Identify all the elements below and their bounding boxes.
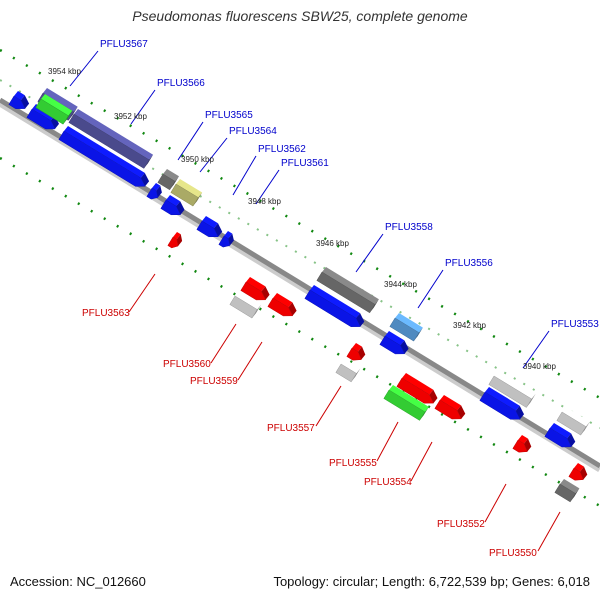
- leader-line: [537, 511, 561, 552]
- gene-block-3564[interactable]: [170, 179, 203, 207]
- gene-label-bottom[interactable]: PFLU3557: [267, 423, 315, 434]
- gene-label-bottom[interactable]: PFLU3560: [163, 359, 211, 370]
- gene-block-3551[interactable]: [556, 407, 590, 436]
- kbp-tick-label: 3954 kbp: [48, 67, 81, 76]
- kbp-tick-label: 3942 kbp: [453, 321, 486, 330]
- gene-arrow-3561[interactable]: [218, 231, 234, 248]
- leader-line: [237, 341, 263, 381]
- track-line-outer-top: [0, 48, 600, 400]
- gene-block-3557[interactable]: [335, 359, 361, 383]
- gene-arrow-3553[interactable]: [479, 387, 524, 420]
- gene-arrow-3554a[interactable]: [434, 395, 466, 420]
- gene-label-bottom[interactable]: PFLU3550: [489, 548, 537, 559]
- leader-line: [69, 50, 99, 87]
- leader-line: [210, 323, 237, 364]
- gene-arrow-3558[interactable]: [304, 285, 365, 327]
- kbp-tick-label: 3946 kbp: [316, 239, 349, 248]
- gene-arrow-3563[interactable]: [167, 232, 183, 249]
- gene-label-top[interactable]: PFLU3561: [281, 158, 329, 169]
- gene-label-bottom[interactable]: PFLU3554: [364, 477, 412, 488]
- gene-arrow-3555a[interactable]: [396, 373, 438, 404]
- gene-label-top[interactable]: PFLU3562: [258, 144, 306, 155]
- gene-arrow-3551[interactable]: [544, 423, 576, 448]
- leader-line: [232, 155, 257, 196]
- gene-block-3553[interactable]: [488, 371, 536, 408]
- gene-label-top[interactable]: PFLU3553: [551, 319, 599, 330]
- leader-line: [177, 121, 204, 161]
- genome-summary-text: Topology: circular; Length: 6,722,539 bp…: [273, 574, 590, 589]
- gene-arrow-3550a[interactable]: [568, 463, 588, 481]
- gene-block-3555[interactable]: [383, 385, 429, 421]
- accession-text: Accession: NC_012660: [10, 574, 146, 589]
- gene-arrow-3556[interactable]: [379, 331, 409, 355]
- gene-arrow-3560a[interactable]: [240, 277, 270, 301]
- kbp-tick-label: 3950 kbp: [181, 155, 214, 164]
- leader-line: [484, 483, 507, 523]
- gene-arrow-3568[interactable]: [8, 91, 30, 109]
- leader-line: [410, 441, 433, 482]
- gene-arrow-3557a[interactable]: [346, 343, 366, 361]
- leader-line: [417, 269, 444, 309]
- gene-label-bottom[interactable]: PFLU3563: [82, 308, 130, 319]
- gene-label-top[interactable]: PFLU3556: [445, 258, 493, 269]
- gene-label-bottom[interactable]: PFLU3555: [329, 458, 377, 469]
- gene-block-3556[interactable]: [389, 313, 423, 342]
- gene-block-3550[interactable]: [554, 479, 580, 503]
- gene-label-top[interactable]: PFLU3566: [157, 78, 205, 89]
- gene-arrow-3559[interactable]: [267, 293, 297, 317]
- kbp-tick-label: 3952 kbp: [114, 112, 147, 121]
- leader-line: [522, 330, 550, 369]
- gene-label-bottom[interactable]: PFLU3552: [437, 519, 485, 530]
- gene-block-3566[interactable]: [68, 109, 154, 169]
- kbp-tick-label: 3948 kbp: [248, 197, 281, 206]
- gene-arrow-3566[interactable]: [58, 126, 150, 187]
- gene-arrow-3564[interactable]: [160, 195, 185, 216]
- gene-label-top[interactable]: PFLU3565: [205, 110, 253, 121]
- leader-line: [128, 273, 156, 313]
- gene-block-3560[interactable]: [229, 291, 262, 319]
- gene-label-bottom[interactable]: PFLU3559: [190, 376, 238, 387]
- gene-arrow-3565[interactable]: [146, 183, 162, 200]
- gene-block-3565[interactable]: [157, 169, 179, 191]
- kbp-tick-label: 3940 kbp: [523, 362, 556, 371]
- gene-block-3558[interactable]: [316, 267, 379, 314]
- leader-line: [355, 233, 384, 273]
- gene-label-top[interactable]: PFLU3558: [385, 222, 433, 233]
- leader-line: [199, 137, 228, 173]
- gene-arrow-3562[interactable]: [196, 216, 223, 238]
- leader-line: [130, 89, 156, 125]
- gene-block-green[interactable]: [35, 94, 73, 125]
- track-line-inner-bottom: [0, 156, 600, 508]
- gene-label-top[interactable]: PFLU3567: [100, 39, 148, 50]
- leader-line: [376, 421, 399, 462]
- map-title: Pseudomonas fluorescens SBW25, complete …: [132, 8, 468, 24]
- kbp-tick-label: 3944 kbp: [384, 280, 417, 289]
- leader-line: [255, 169, 280, 205]
- gene-label-top[interactable]: PFLU3564: [229, 126, 277, 137]
- leader-line: [315, 385, 342, 427]
- gene-arrow-3552[interactable]: [512, 435, 532, 453]
